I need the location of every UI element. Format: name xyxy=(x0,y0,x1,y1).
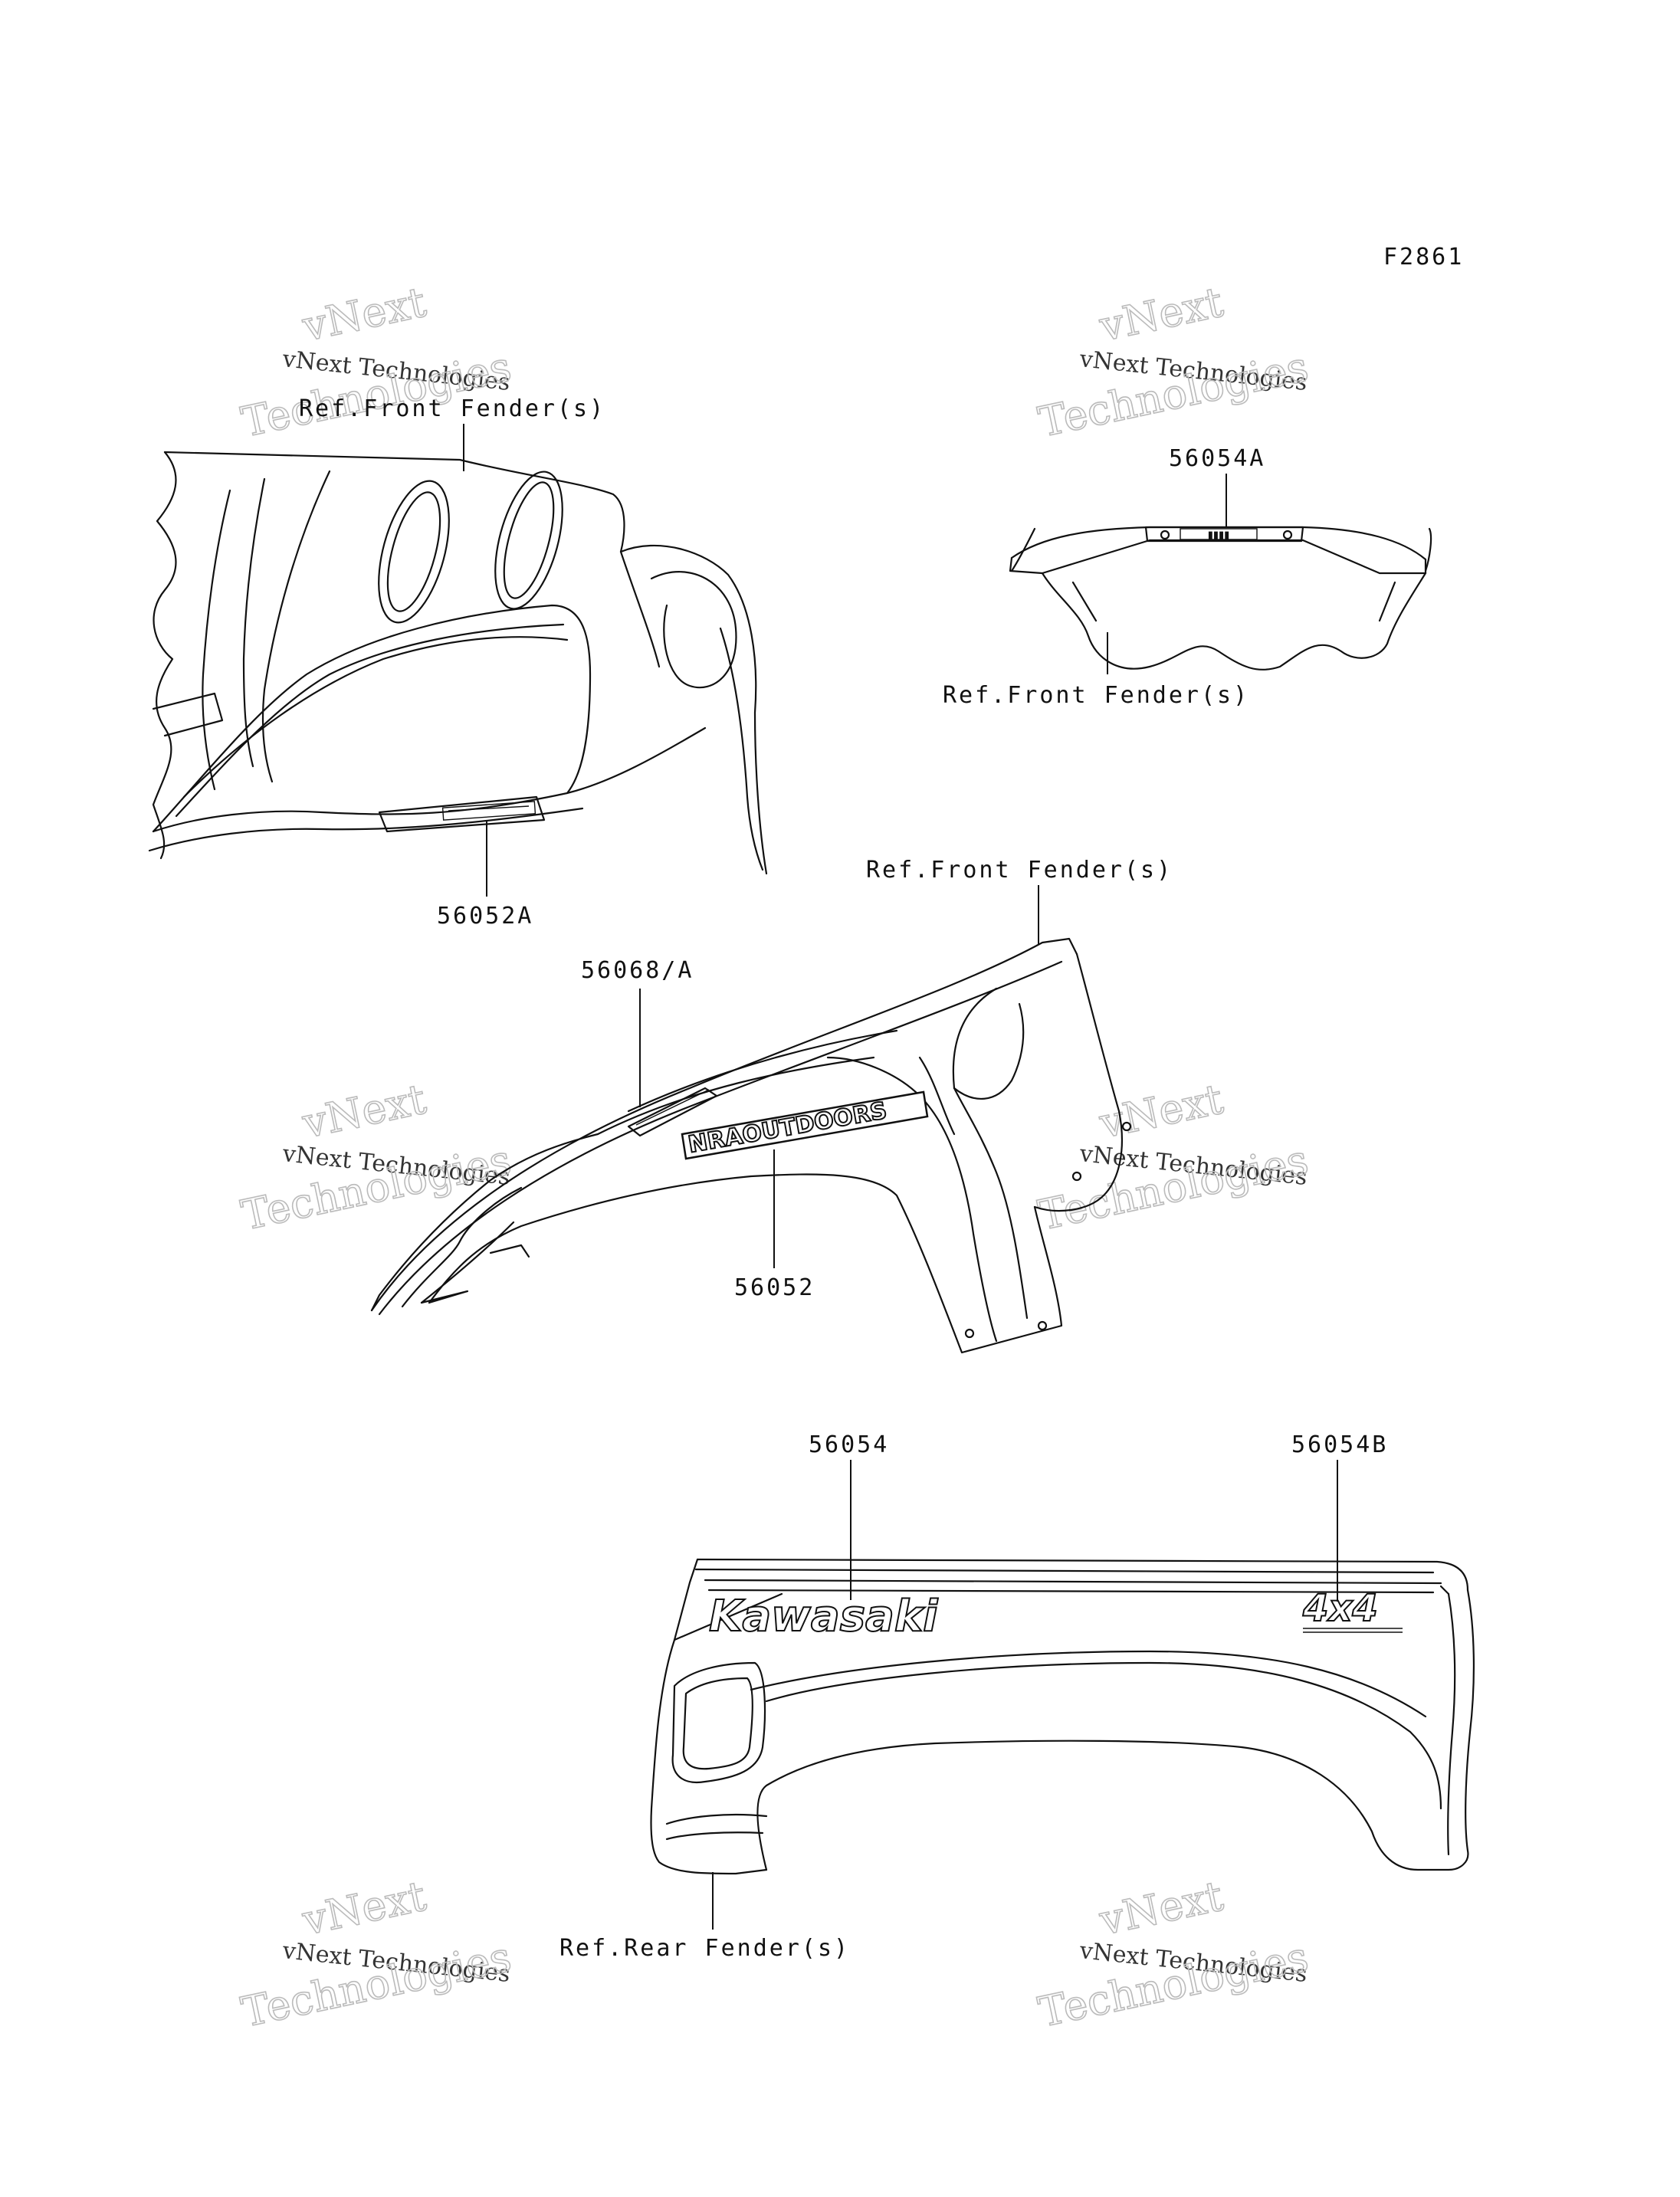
svg-text:vNext: vNext xyxy=(298,277,431,351)
svg-text:vNext: vNext xyxy=(298,1871,431,1945)
front-fender-front-view: ▮▮▮▮ xyxy=(1009,526,1432,671)
watermark-bottom-left: vNext vNext Technologies Technologies xyxy=(237,1871,516,2038)
svg-text:4x4: 4x4 xyxy=(1302,1587,1378,1630)
svg-text:vNext: vNext xyxy=(298,1074,431,1148)
svg-text:▮▮▮▮: ▮▮▮▮ xyxy=(1208,530,1230,541)
label-ref-front-fender-3: Ref.Front Fender(s) xyxy=(866,857,1173,884)
rear-fender-side-view: Kawasaki 4x4 xyxy=(650,1558,1475,1875)
label-ref-front-fender-1: Ref.Front Fender(s) xyxy=(299,395,605,422)
label-part-56068A: 56068/A xyxy=(581,957,694,984)
watermark-mid-left: vNext vNext Technologies Technologies xyxy=(237,1074,516,1241)
label-part-56052: 56052 xyxy=(734,1274,815,1301)
decal-4x4: 4x4 xyxy=(1301,1586,1403,1633)
svg-text:Kawasaki: Kawasaki xyxy=(709,1592,938,1641)
svg-text:NRAOUTDOORS: NRAOUTDOORS xyxy=(686,1097,888,1159)
svg-text:vNext: vNext xyxy=(1095,1074,1228,1148)
label-ref-front-fender-2: Ref.Front Fender(s) xyxy=(943,682,1249,709)
label-ref-rear-fender: Ref.Rear Fender(s) xyxy=(559,1935,850,1962)
watermark-mid-right: vNext vNext Technologies Technologies xyxy=(1034,1074,1313,1241)
front-fender-top-view xyxy=(148,451,768,875)
label-part-56052A: 56052A xyxy=(437,903,533,930)
watermark-bottom-right: vNext vNext Technologies Technologies xyxy=(1034,1871,1313,2038)
label-part-56054A: 56054A xyxy=(1169,445,1265,472)
watermark-top-right: vNext vNext Technologies Technologies xyxy=(1034,277,1313,448)
svg-text:vNext: vNext xyxy=(1095,277,1228,351)
decal-nra-outdoors: NRAOUTDOORS xyxy=(681,1090,929,1160)
label-part-56054: 56054 xyxy=(809,1431,889,1458)
decal-kawasaki: Kawasaki xyxy=(708,1591,939,1642)
label-part-56054B: 56054B xyxy=(1291,1431,1388,1458)
figure-code: F2861 xyxy=(1383,244,1464,271)
svg-text:vNext: vNext xyxy=(1095,1871,1228,1945)
